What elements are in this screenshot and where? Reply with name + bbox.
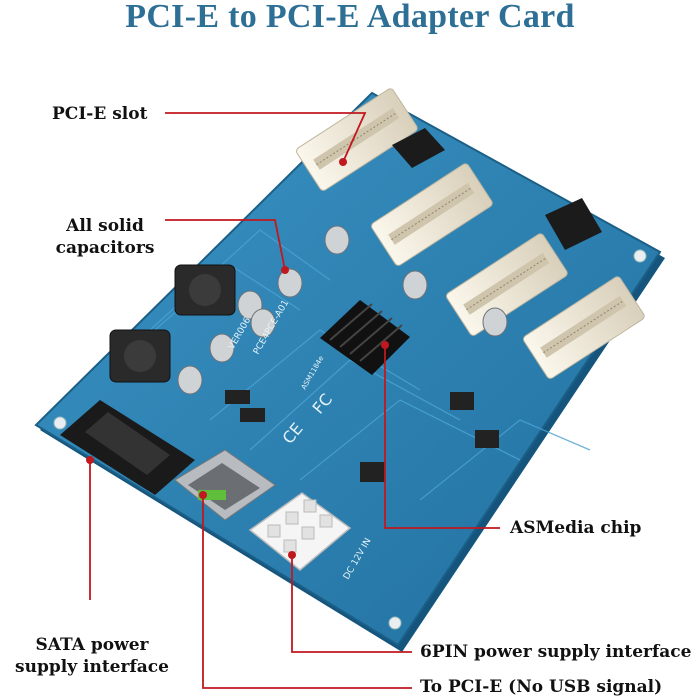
aux-connectors [392, 128, 602, 250]
sixpin-connector [248, 492, 352, 571]
label-to-pcie: To PCI-E (No USB signal) [420, 677, 663, 697]
pointer-capacitors [165, 219, 286, 271]
label-capacitors: All solid capacitors [50, 215, 160, 259]
pointer-dots [86, 158, 389, 559]
label-sata: SATA power supply interface [12, 634, 172, 678]
label-pcie-slot: PCI-E slot [52, 104, 148, 124]
pointer-to-pcie [202, 495, 412, 689]
label-capacitors-line1: All solid [66, 216, 144, 236]
label-capacitors-line2: capacitors [55, 238, 155, 258]
usb-port [174, 449, 276, 521]
page-title: PCI-E to PCI-E Adapter Card [125, 0, 575, 35]
pointer-sixpin [291, 555, 412, 653]
asmedia-heatsink [320, 300, 410, 375]
pointer-lines [89, 112, 500, 689]
inductors [109, 264, 236, 383]
pcie-slot-4 [523, 276, 645, 379]
sata-connector [60, 400, 195, 495]
small-ics [225, 390, 499, 482]
label-sixpin: 6PIN power supply interface [420, 642, 692, 662]
label-sata-line1: SATA power [35, 635, 149, 655]
pointer-pcie-slot [165, 112, 367, 163]
label-sata-line2: supply interface [15, 657, 169, 677]
pcie-slots [296, 88, 645, 379]
pcie-slot-1 [296, 88, 418, 191]
pointer-asmedia [384, 345, 500, 529]
solid-capacitors [177, 225, 508, 395]
pcie-slot-3 [446, 233, 568, 336]
pcie-slot-2 [371, 163, 493, 266]
label-asmedia-chip: ASMedia chip [510, 518, 642, 538]
